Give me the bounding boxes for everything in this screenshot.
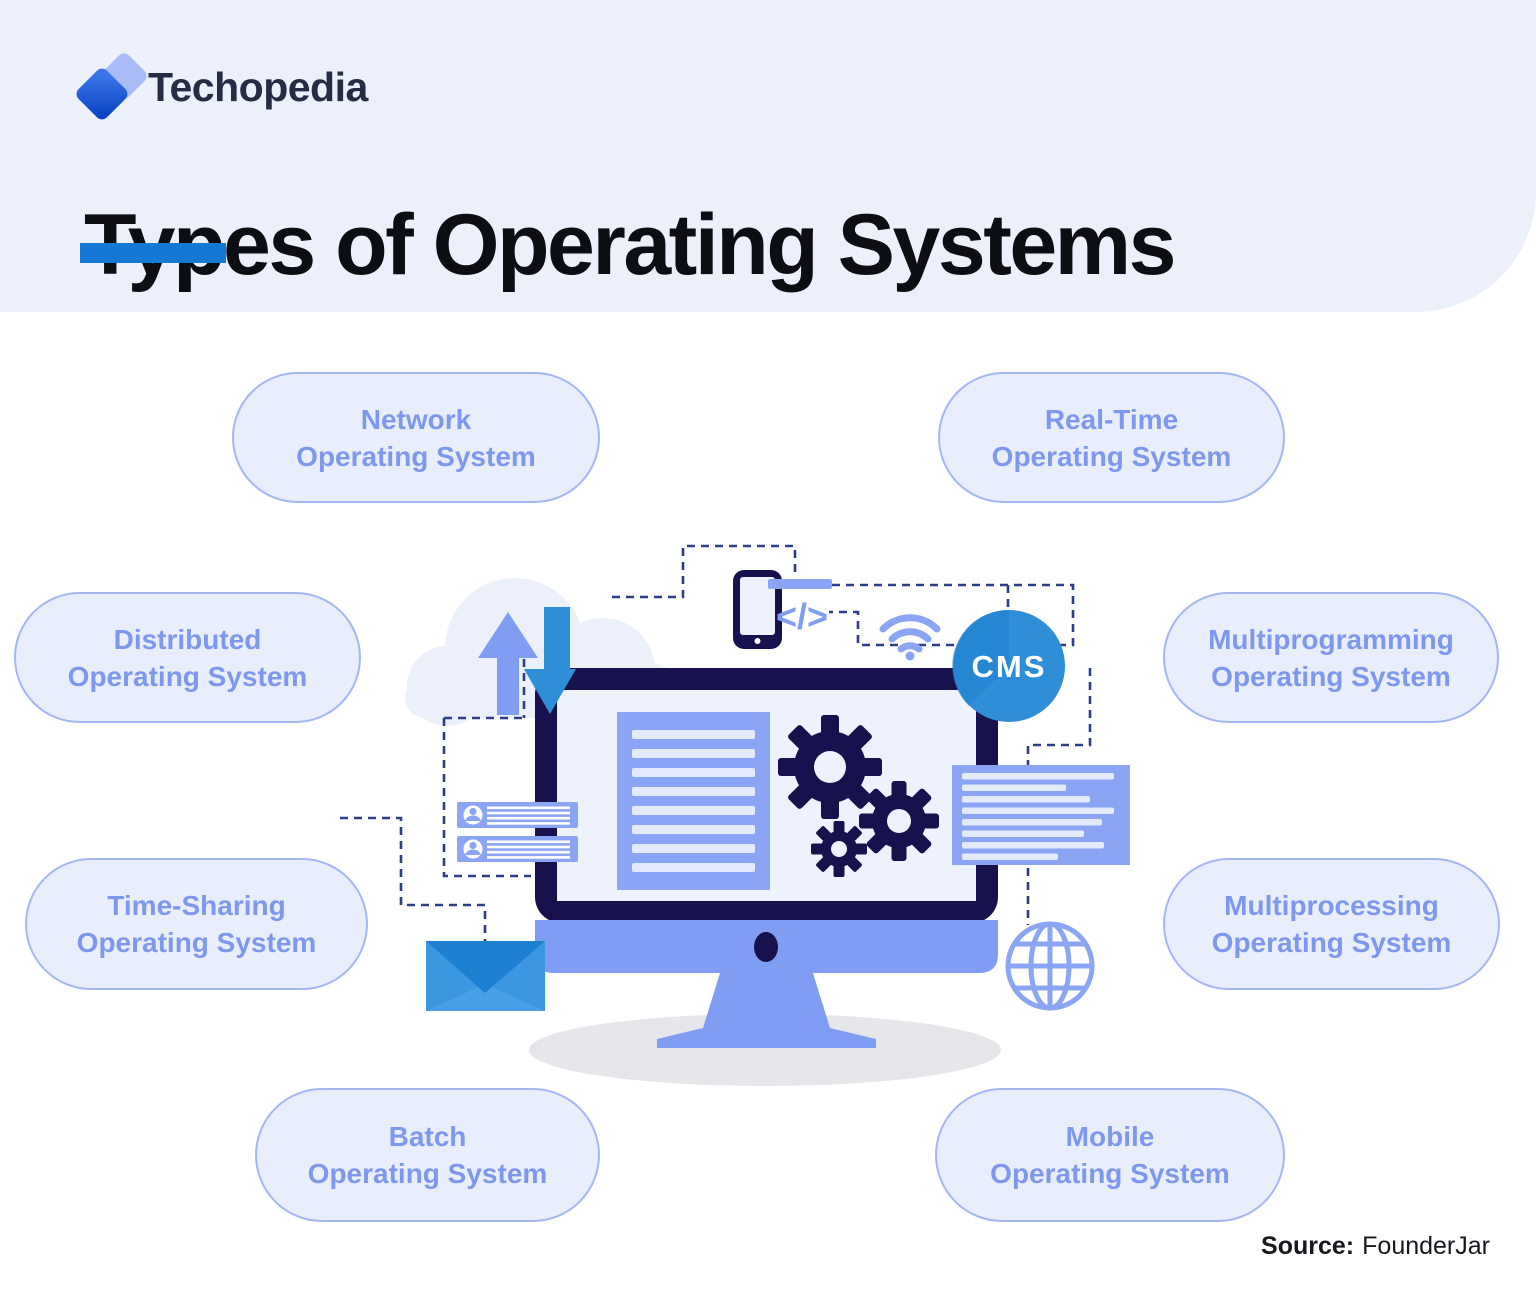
text-block-icon bbox=[952, 765, 1130, 865]
source-value: FounderJar bbox=[1362, 1232, 1490, 1260]
page-title: Types of Operating Systems bbox=[84, 196, 1176, 293]
envelope-icon bbox=[426, 941, 545, 1011]
pill-line1: Mobile bbox=[1065, 1121, 1155, 1152]
pill-line2: Operating System bbox=[67, 660, 308, 692]
pill-network-os: Network Operating System bbox=[232, 372, 600, 503]
pill-mobile-os: Mobile Operating System bbox=[935, 1088, 1285, 1222]
user-list-icon bbox=[457, 802, 578, 862]
pill-line2: Operating System bbox=[307, 1158, 548, 1189]
pill-line1: Batch bbox=[388, 1121, 467, 1152]
source-note: Source:FounderJar bbox=[1261, 1232, 1490, 1261]
cms-label: CMS bbox=[972, 649, 1047, 684]
gear-small-icon bbox=[811, 821, 867, 877]
pill-line1: Network bbox=[360, 403, 472, 435]
pill-line2: Operating System bbox=[991, 440, 1232, 472]
pill-line1: Multiprogramming bbox=[1208, 623, 1454, 655]
pill-line1: Multiprocessing bbox=[1224, 890, 1439, 921]
pill-line1: Time-Sharing bbox=[107, 890, 286, 921]
techopedia-logo: Techopedia bbox=[73, 50, 438, 123]
smartphone-icon bbox=[733, 570, 782, 649]
title-underline bbox=[80, 243, 226, 263]
pill-line2: Operating System bbox=[76, 927, 317, 958]
source-label: Source: bbox=[1261, 1232, 1355, 1260]
user-card bbox=[457, 836, 578, 862]
pill-line2: Operating System bbox=[1211, 660, 1451, 692]
document-icon bbox=[617, 712, 770, 890]
download-arrow-icon bbox=[524, 607, 576, 714]
wifi-icon bbox=[879, 614, 941, 661]
upload-arrow-icon bbox=[478, 612, 538, 715]
user-card bbox=[457, 802, 578, 828]
pill-line1: Distributed bbox=[113, 623, 262, 655]
pill-multiprocessing-os: Multiprocessing Operating System bbox=[1163, 858, 1500, 990]
cms-badge: CMS bbox=[952, 609, 1065, 722]
gear-large-icon bbox=[778, 715, 882, 819]
pill-distributed-os: Distributed Operating System bbox=[14, 592, 361, 723]
globe-icon bbox=[1005, 921, 1095, 1011]
pill-batch-os: Batch Operating System bbox=[255, 1088, 600, 1222]
code-icon: </> bbox=[776, 596, 828, 637]
header-band: Techopedia Types of Operating Systems bbox=[0, 0, 1536, 312]
gear-medium-icon bbox=[859, 781, 939, 861]
pill-real-time-os: Real-Time Operating System bbox=[938, 372, 1285, 503]
monitor-shadow bbox=[529, 1014, 1001, 1086]
pill-multiprogramming-os: Multiprogramming Operating System bbox=[1163, 592, 1499, 723]
toolbar-bar-icon bbox=[768, 579, 832, 589]
pill-line2: Operating System bbox=[296, 440, 536, 472]
pill-time-sharing-os: Time-Sharing Operating System bbox=[25, 858, 368, 990]
pill-line1: Real-Time bbox=[1044, 403, 1179, 435]
pill-line2: Operating System bbox=[990, 1158, 1230, 1189]
pill-line2: Operating System bbox=[1211, 927, 1452, 958]
brand-name: Techopedia bbox=[148, 64, 368, 110]
